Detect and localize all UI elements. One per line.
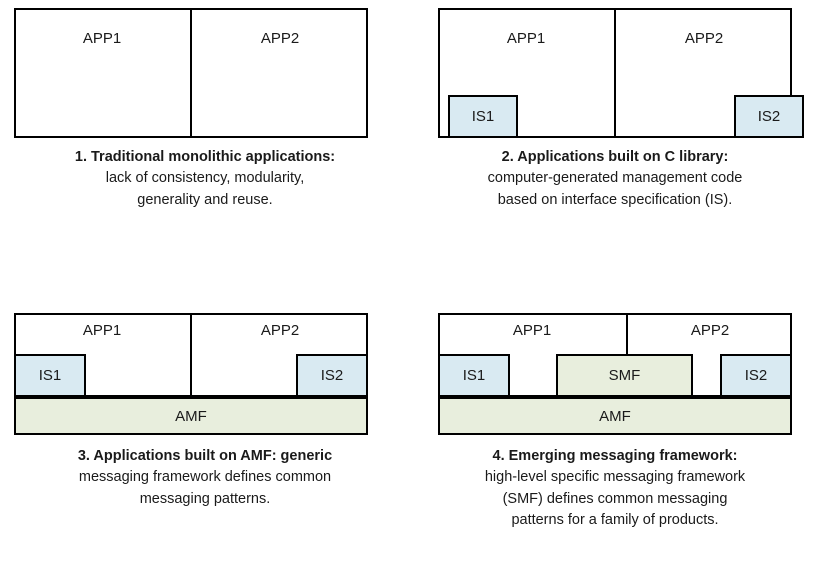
panel-1-caption: 1. Traditional monolithic applications: … bbox=[19, 138, 391, 211]
panel-1-caption-line-3: generality and reuse. bbox=[137, 191, 273, 208]
panel-4-caption: 4. Emerging messaging framework: high-le… bbox=[425, 437, 805, 532]
panel-2-app2-label: APP2 bbox=[684, 30, 724, 47]
panel-2-diagram: APP1 APP2 IS1 IS2 bbox=[438, 8, 804, 138]
panel-1-app-divider bbox=[190, 8, 192, 138]
panel-4-app1-label: APP1 bbox=[512, 322, 552, 339]
panel-3-is2-block: IS2 bbox=[296, 354, 368, 397]
panel-2-built-on-c-library: APP1 APP2 IS1 IS2 2. Applications built … bbox=[410, 0, 820, 211]
panel-3-app-divider bbox=[190, 313, 192, 397]
panel-3-diagram: APP1 APP2 IS1 IS2 AMF bbox=[14, 313, 368, 437]
panel-4-smf-label: SMF bbox=[608, 367, 641, 384]
panel-4-is2-label: IS2 bbox=[744, 367, 768, 384]
panel-3-app1-label: APP1 bbox=[82, 322, 122, 339]
panel-4-diagram: APP1 APP2 IS1 SMF IS2 AMF bbox=[438, 313, 792, 437]
panel-3-caption-title: 3. Applications built on AMF: generic bbox=[77, 448, 333, 464]
panel-3-caption-line-1: 3. Applications built on AMF: generic bbox=[19, 446, 391, 467]
panel-2-caption-line-2: computer-generated management code bbox=[487, 170, 743, 187]
panel-2-caption-line-1: 2. Applications built on C library: bbox=[425, 147, 805, 168]
panel-3-is1-label: IS1 bbox=[38, 367, 62, 384]
panel-3-is2-label: IS2 bbox=[320, 367, 344, 384]
panel-4-is1-block: IS1 bbox=[438, 354, 510, 397]
panel-4-caption-line-3: (SMF) defines common messaging bbox=[502, 490, 728, 507]
panel-4-amf-block: AMF bbox=[438, 397, 792, 435]
panel-2-app-divider bbox=[614, 8, 616, 138]
panel-3-caption: 3. Applications built on AMF: generic me… bbox=[19, 437, 391, 510]
panel-3-app2-label: APP2 bbox=[260, 322, 300, 339]
panel-4-amf-label: AMF bbox=[599, 407, 631, 425]
panel-3-is1-block: IS1 bbox=[14, 354, 86, 397]
panel-1-app2-label: APP2 bbox=[260, 30, 300, 47]
panel-2-is1-label: IS1 bbox=[471, 108, 495, 125]
panel-4-caption-title: 4. Emerging messaging framework: bbox=[492, 448, 738, 464]
panel-4-caption-line-2: high-level specific messaging framework bbox=[484, 469, 746, 486]
panel-2-caption-line-3: based on interface specification (IS). bbox=[497, 191, 733, 208]
panel-2-is2-label: IS2 bbox=[757, 108, 781, 125]
panel-2-caption: 2. Applications built on C library: comp… bbox=[425, 138, 805, 211]
panel-4-emerging-messaging-framework: APP1 APP2 IS1 SMF IS2 AMF 4. Emerging me… bbox=[410, 303, 820, 532]
panel-2-app1-label: APP1 bbox=[506, 30, 546, 47]
panel-3-built-on-amf: APP1 APP2 IS1 IS2 AMF 3. Applications bu… bbox=[0, 303, 410, 510]
panel-3-amf-label: AMF bbox=[175, 407, 207, 425]
panel-1-caption-line-2: lack of consistency, modularity, bbox=[105, 170, 305, 187]
panel-4-is2-block: IS2 bbox=[720, 354, 792, 397]
panel-2-is2-block: IS2 bbox=[734, 95, 804, 138]
panel-4-smf-block: SMF bbox=[556, 354, 693, 397]
panel-3-amf-block: AMF bbox=[14, 397, 368, 435]
panel-4-caption-line-1: 4. Emerging messaging framework: bbox=[425, 446, 805, 467]
panel-4-app-divider bbox=[626, 313, 628, 355]
panel-4-is1-label: IS1 bbox=[462, 367, 486, 384]
panel-1-diagram: APP1 APP2 bbox=[14, 8, 368, 138]
panel-1-caption-title: 1. Traditional monolithic applications: bbox=[74, 149, 336, 165]
panel-4-caption-line-4: patterns for a family of products. bbox=[511, 512, 719, 529]
panel-1-traditional-monolithic: APP1 APP2 1. Traditional monolithic appl… bbox=[0, 0, 410, 211]
panel-2-is1-block: IS1 bbox=[448, 95, 518, 138]
panel-3-caption-line-2: messaging framework defines common bbox=[78, 469, 332, 486]
panel-1-app1-label: APP1 bbox=[82, 30, 122, 47]
panel-3-caption-line-3: messaging patterns. bbox=[139, 490, 271, 507]
panel-2-caption-title: 2. Applications built on C library: bbox=[501, 149, 729, 165]
panel-1-caption-line-1: 1. Traditional monolithic applications: bbox=[19, 147, 391, 168]
panel-4-app2-label: APP2 bbox=[690, 322, 730, 339]
